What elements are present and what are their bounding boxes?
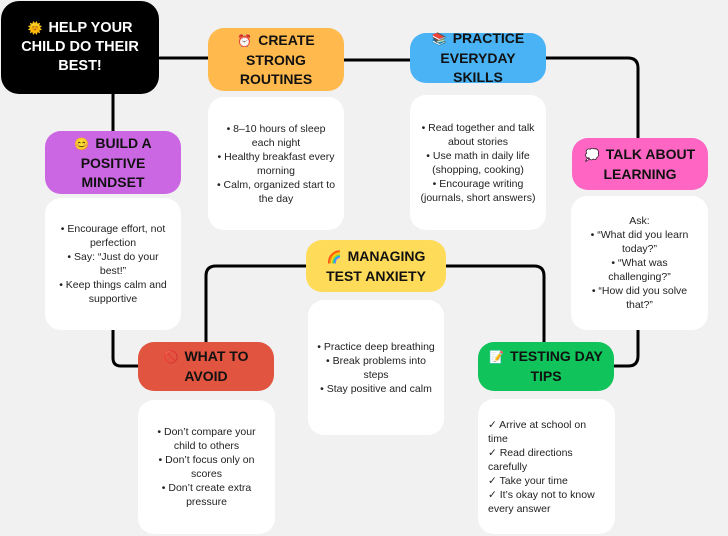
routines-card: • 8–10 hours of sleep each night • Healt… bbox=[208, 97, 344, 230]
talk-heading: TALK ABOUT LEARNING bbox=[603, 145, 696, 182]
skills-item: • Use math in daily life (shopping, cook… bbox=[426, 149, 530, 176]
avoid-item: • Don’t create extra pressure bbox=[161, 482, 252, 508]
testing-card: ✓ Arrive at school on time ✓ Read direct… bbox=[478, 399, 615, 534]
routines-heading: CREATE STRONG ROUTINES bbox=[239, 31, 315, 87]
anxiety-item: • Practice deep breathing bbox=[317, 340, 435, 353]
connector-mindset-avoid bbox=[111, 328, 140, 368]
mindset-item: • Say: “Just do your best!” bbox=[67, 251, 159, 277]
talk-card: Ask: • “What did you learn today?” • “Wh… bbox=[571, 196, 708, 330]
testing-item: ✓ It’s okay not to know every answer bbox=[488, 488, 595, 515]
connector-skills-talk bbox=[544, 56, 640, 140]
avoid-item: • Don’t compare your child to others bbox=[157, 426, 256, 452]
testing-item: ✓ Read directions carefully bbox=[488, 446, 573, 473]
connector-anxiety-avoid bbox=[204, 264, 308, 344]
avoid-heading: WHAT TO AVOID bbox=[184, 348, 249, 384]
anxiety-node: 🌈MANAGING TEST ANXIETY bbox=[306, 240, 446, 292]
testing-node: 📝 TESTING DAY TIPS bbox=[478, 342, 614, 391]
avoid-item: • Don’t focus only on scores bbox=[158, 454, 255, 480]
skills-node: 📚PRACTICE EVERYDAY SKILLS bbox=[410, 30, 546, 85]
skills-card: • Read together and talk about stories •… bbox=[410, 95, 546, 230]
rainbow-icon: 🌈 bbox=[326, 249, 342, 264]
sun-icon: 🌞 bbox=[27, 21, 43, 35]
talk-item: • “What did you learn today?” bbox=[590, 229, 689, 255]
connector-anxiety-testing bbox=[444, 264, 546, 344]
anxiety-card: • Practice deep breathing • Break proble… bbox=[308, 300, 444, 435]
memo-icon: 📝 bbox=[489, 350, 505, 364]
prohibited-icon: 🚫 bbox=[163, 350, 179, 364]
books-icon: 📚 bbox=[431, 32, 447, 46]
smiley-icon: 😊 bbox=[74, 136, 90, 151]
alarm-clock-icon: ⏰ bbox=[237, 33, 253, 48]
skills-item: • Read together and talk about stories bbox=[421, 121, 535, 148]
routines-item: • Healthy breakfast every morning bbox=[217, 150, 335, 177]
mindset-card: • Encourage effort, not perfection • Say… bbox=[45, 198, 181, 330]
skills-item: • Encourage writing (journals, short ans… bbox=[420, 177, 536, 204]
testing-heading: TESTING DAY TIPS bbox=[510, 348, 603, 384]
mindset-item: • Keep things calm and supportive bbox=[59, 279, 167, 305]
thought-bubble-icon: 💭 bbox=[584, 147, 600, 162]
talk-item: • “What was challenging?” bbox=[608, 257, 671, 283]
skills-heading: PRACTICE EVERYDAY SKILLS bbox=[440, 30, 525, 85]
mindset-heading: BUILD A POSITIVE MINDSET bbox=[80, 134, 152, 190]
routines-node: ⏰CREATE STRONG ROUTINES bbox=[208, 28, 344, 91]
talk-item: Ask: bbox=[629, 215, 650, 227]
avoid-node: 🚫 WHAT TO AVOID bbox=[138, 342, 274, 391]
avoid-card: • Don’t compare your child to others • D… bbox=[138, 400, 275, 534]
talk-item: • “How did you solve that?” bbox=[591, 285, 688, 311]
testing-item: ✓ Take your time bbox=[488, 474, 568, 487]
title-node: 🌞HELP YOUR CHILD DO THEIR BEST! bbox=[1, 1, 159, 94]
connector-talk-testing bbox=[612, 328, 640, 368]
talk-node: 💭TALK ABOUT LEARNING bbox=[572, 138, 708, 190]
anxiety-heading: MANAGING TEST ANXIETY bbox=[326, 247, 426, 284]
anxiety-item: • Break problems into steps bbox=[326, 354, 426, 381]
mindset-node: 😊BUILD A POSITIVE MINDSET bbox=[45, 131, 181, 194]
anxiety-item: • Stay positive and calm bbox=[320, 382, 432, 395]
mindset-item: • Encourage effort, not perfection bbox=[60, 223, 166, 249]
routines-item: • Calm, organized start to the day bbox=[216, 178, 336, 205]
title-text: HELP YOUR CHILD DO THEIR BEST! bbox=[21, 20, 139, 74]
routines-item: • 8–10 hours of sleep each night bbox=[226, 122, 326, 149]
testing-item: ✓ Arrive at school on time bbox=[488, 418, 587, 445]
